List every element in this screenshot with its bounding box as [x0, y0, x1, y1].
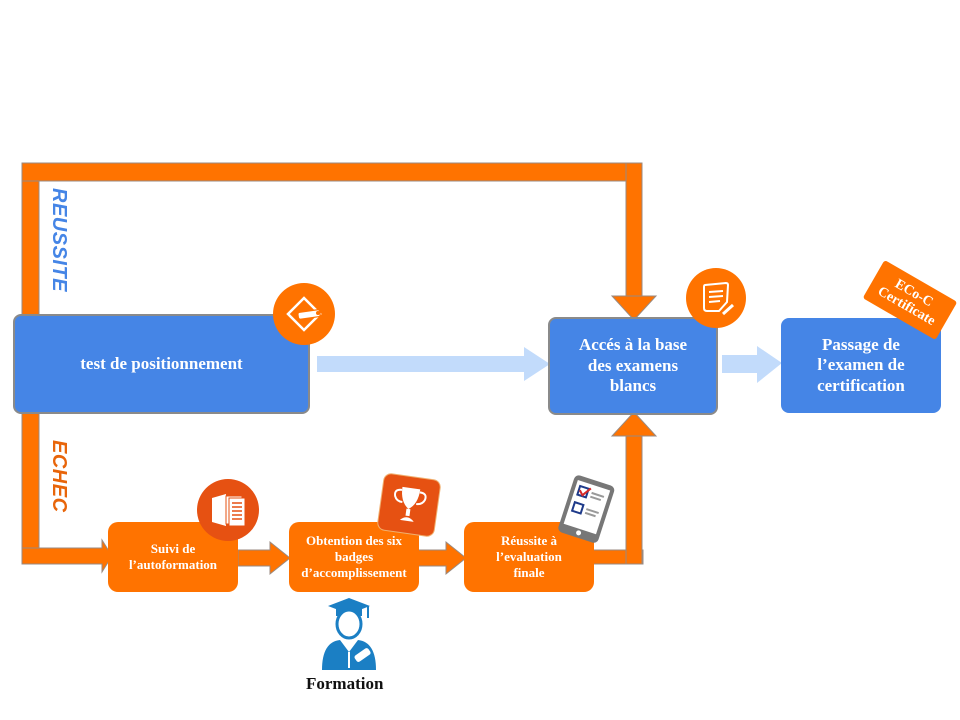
trophy-icon — [394, 486, 427, 522]
final-eval-badge — [553, 473, 619, 547]
graduate-icon — [322, 598, 376, 670]
practice-exams-badge — [686, 268, 746, 328]
certification-line-2: l’examen de — [817, 355, 905, 375]
arrow-training-to-badges — [237, 540, 291, 576]
badges-line-2: badges — [334, 548, 374, 564]
badges-badge — [376, 472, 442, 538]
success-label: REUSSITE — [48, 188, 70, 293]
practice-exams-node[interactable]: Accés à la base des examens blancs — [548, 317, 718, 415]
book-icon — [212, 494, 246, 527]
positioning-test-badge — [273, 283, 335, 345]
failure-label: ECHEC — [48, 440, 70, 513]
up-arrowhead — [610, 411, 658, 437]
practice-exams-line-1: Accés à la base — [578, 335, 688, 355]
badges-node[interactable]: Obtention des six badges d’accomplisseme… — [289, 522, 419, 592]
success-top-bar — [21, 162, 643, 182]
note-pencil-icon — [703, 281, 735, 316]
training-caption: Formation — [306, 674, 384, 693]
final-eval-line-1: Réussite à — [501, 532, 557, 548]
positioning-test-label: test de positionnement — [80, 353, 243, 373]
practice-exams-line-2: des examens — [587, 355, 679, 375]
badges-line-1: Obtention des six — [305, 532, 403, 548]
success-path — [21, 162, 658, 324]
arrow-practice-to-cert — [722, 346, 782, 383]
failure-path — [21, 411, 658, 576]
certification-line-1: Passage de — [822, 334, 900, 354]
up-shaft — [625, 431, 643, 565]
self-training-line-1: Suivi de — [150, 540, 196, 556]
training-figure — [318, 596, 380, 672]
tablet-checklist-icon — [558, 475, 615, 543]
arrow-badges-to-eval — [417, 540, 467, 576]
final-eval-line-2: l’evaluation — [496, 548, 562, 564]
failure-arrow-into-training — [21, 538, 113, 574]
final-eval-line-3: finale — [513, 565, 545, 581]
arrow-test-to-practice — [317, 347, 550, 381]
success-down-arrowhead — [610, 295, 658, 321]
positioning-test-node[interactable]: test de positionnement — [13, 314, 310, 414]
success-left-bar — [21, 162, 40, 324]
certification-exam-node[interactable]: Passage de l’examen de certification — [781, 318, 941, 413]
certification-line-3: certification — [817, 375, 905, 395]
badges-line-3: d’accomplissement — [301, 565, 407, 581]
practice-exams-line-3: blancs — [609, 376, 657, 396]
self-training-badge — [197, 479, 259, 541]
self-training-line-2: l’autoformation — [128, 557, 218, 572]
failure-left-bar — [21, 411, 40, 551]
pencil-diamond-icon — [286, 296, 322, 332]
success-down-shaft — [625, 162, 643, 299]
